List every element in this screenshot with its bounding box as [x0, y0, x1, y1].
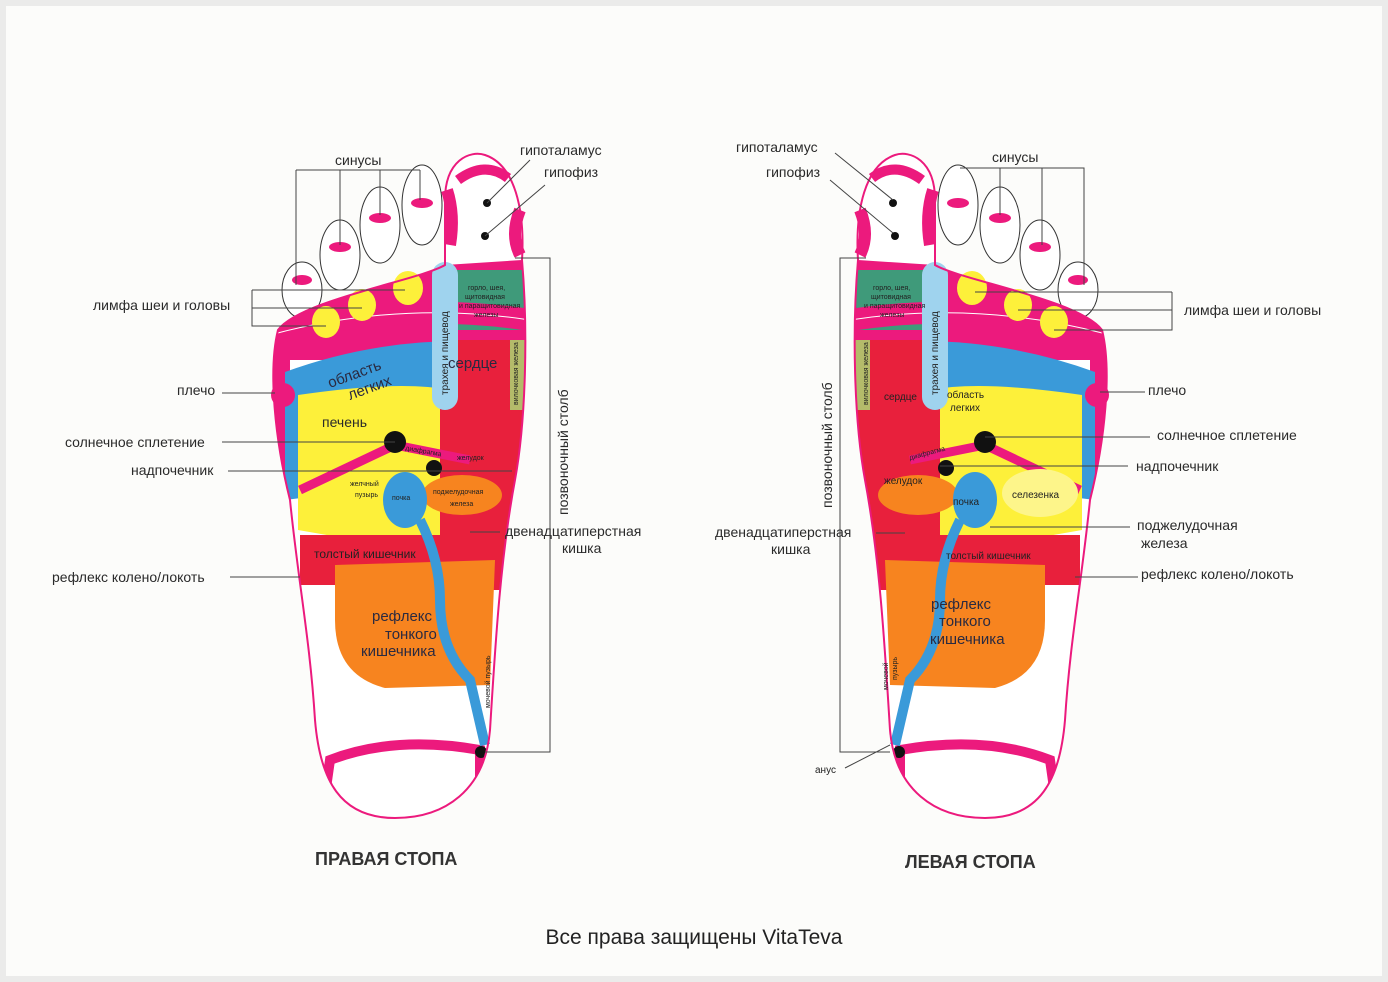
- zone-kidney: почка: [392, 495, 410, 502]
- zone-bladder: мочевой пузырь: [484, 655, 492, 708]
- label-duodenum-2: кишка: [562, 540, 602, 556]
- zone-lungs-left-2: легких: [950, 403, 980, 414]
- label-knee-elbow-left: рефлекс колено/локоть: [1141, 566, 1294, 582]
- label-knee-elbow: рефлекс колено/локоть: [52, 569, 205, 585]
- label-solar-plexus-left: солнечное сплетение: [1157, 427, 1297, 443]
- zone-pancreas-2: железа: [450, 501, 473, 508]
- right-foot-title: ПРАВАЯ СТОПА: [315, 849, 457, 869]
- zone-throat: горло, шея,: [468, 285, 505, 292]
- spleen-zone: [1002, 469, 1078, 517]
- label-shoulder: плечо: [177, 382, 215, 398]
- zone-bladder-left-2: пузырь: [892, 657, 899, 680]
- zone-colon: толстый кишечник: [314, 547, 416, 561]
- zone-small-intestine-left-2: тонкого: [939, 613, 991, 630]
- right-leader-lines: [222, 159, 551, 753]
- zone-trachea-left: трахея и пищевод: [930, 311, 941, 395]
- label-pancreas-left: поджелудочная: [1137, 517, 1238, 533]
- label-adrenal: надпочечник: [131, 462, 214, 478]
- label-pancreas-left-2: железа: [1141, 535, 1188, 551]
- zone-throat-4: железы: [474, 312, 498, 319]
- zone-small-intestine-left-3: кишечника: [930, 631, 1005, 648]
- label-shoulder-left: плечо: [1148, 382, 1186, 398]
- zone-gallbladder-2: пузырь: [355, 492, 378, 499]
- zone-bladder-left: мочевой: [882, 662, 890, 690]
- zone-throat-left: горло, шея,: [873, 285, 910, 292]
- zone-lungs-left: область: [947, 389, 984, 401]
- zone-stomach-left: желудок: [884, 476, 923, 487]
- zone-small-intestine-3: кишечника: [361, 643, 436, 660]
- label-pituitary: гипофиз: [544, 164, 598, 180]
- label-solar-plexus: солнечное сплетение: [65, 434, 205, 450]
- label-pituitary-left: гипофиз: [766, 164, 820, 180]
- zone-spleen: селезенка: [1012, 490, 1060, 501]
- zone-stomach: желудок: [457, 455, 485, 462]
- right-foot-labels: синусы гипоталамус гипофиз лимфа шеи и г…: [52, 142, 641, 869]
- zone-throat-2: щитовидная: [465, 294, 505, 301]
- label-hypothalamus: гипоталамус: [520, 142, 602, 158]
- label-duodenum-left: двенадцатиперстная: [715, 524, 851, 540]
- zone-heart-left: сердце: [884, 392, 917, 403]
- left-foot-labels: гипоталамус гипофиз синусы лимфа шеи и г…: [715, 139, 1321, 872]
- zone-trachea: трахея и пищевод: [440, 311, 451, 395]
- label-sinuses: синусы: [335, 152, 381, 168]
- label-duodenum: двенадцатиперстная: [505, 523, 641, 539]
- zone-small-intestine: рефлекс: [372, 608, 433, 625]
- label-sinuses-left: синусы: [992, 149, 1038, 165]
- label-hypothalamus-left: гипоталамус: [736, 139, 818, 155]
- zone-kidney-left: почка: [953, 497, 980, 508]
- left-foot-title: ЛЕВАЯ СТОПА: [905, 852, 1036, 872]
- zone-throat-left-4: железы: [880, 312, 904, 319]
- zone-colon-left: толстый кишечник: [946, 551, 1031, 562]
- zone-pancreas: поджелудочная: [433, 489, 484, 496]
- left-leader-lines: [829, 152, 1173, 769]
- zone-throat-3: и паращитовидная: [459, 303, 520, 310]
- label-anus: анус: [815, 765, 836, 776]
- zone-small-intestine-left: рефлекс: [931, 596, 992, 613]
- zone-throat-left-2: щитовидная: [871, 294, 911, 301]
- zone-thymus-left: вилочковая железа: [863, 342, 870, 405]
- zone-heart: сердце: [448, 355, 497, 372]
- zone-small-intestine-2: тонкого: [385, 626, 437, 643]
- label-lymph-left: лимфа шеи и головы: [1184, 302, 1321, 318]
- zone-thymus: вилочковая железа: [513, 342, 520, 405]
- label-spine-left: позвоночный столб: [819, 382, 835, 508]
- label-spine: позвоночный столб: [555, 389, 571, 515]
- zone-liver: печень: [322, 414, 367, 430]
- label-duodenum-left-2: кишка: [771, 541, 811, 557]
- zone-throat-left-3: и паращитовидная: [864, 303, 925, 310]
- left-foot-illustration: [840, 150, 1120, 850]
- diagram-card: [6, 6, 1382, 976]
- zone-gallbladder: желчный: [350, 480, 379, 488]
- label-lymph: лимфа шеи и головы: [93, 297, 230, 313]
- copyright-footer: Все права защищены VitaTeva: [545, 926, 843, 949]
- label-adrenal-left: надпочечник: [1136, 458, 1219, 474]
